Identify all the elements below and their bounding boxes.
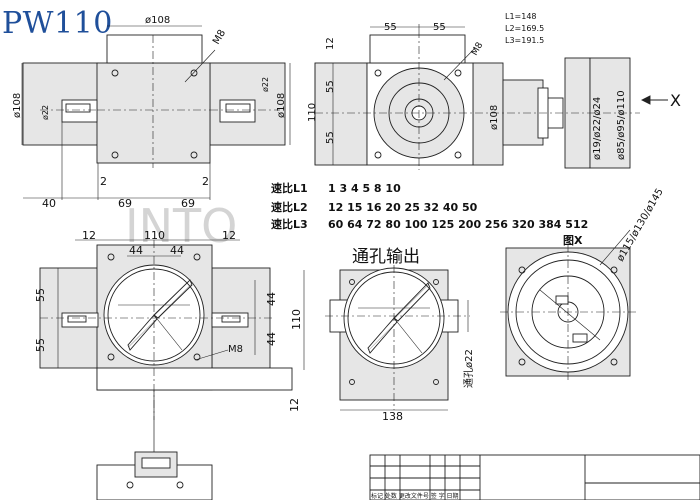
dim-h55-b: 55 (325, 131, 336, 144)
view-x-label: 图X (563, 234, 583, 247)
through-hole-title: 通孔输出 (352, 247, 420, 267)
dim-w12-b: 12 (82, 229, 96, 242)
dim-w55-a: 55 (384, 22, 397, 33)
length-l3: L3=191.5 (505, 36, 544, 45)
dim-h110-a: 110 (307, 103, 318, 122)
dim-w40: 40 (42, 197, 56, 210)
dim-d22-a: ø22 (261, 77, 270, 92)
ratio-l3-values: 60 64 72 80 100 125 200 256 320 384 512 (328, 218, 588, 231)
dim-h12-a: 12 (325, 37, 336, 50)
dim-h12-d: 12 (288, 398, 301, 412)
ratio-l2-label: 速比L2 (271, 200, 308, 214)
ratio-l1-label: 速比L1 (271, 181, 308, 195)
dim-two-a: 2 (100, 175, 107, 188)
dim-h55-c: 55 (34, 288, 47, 302)
dim-m8-a: M8 (211, 28, 228, 46)
dim-w110-b: 110 (144, 229, 165, 242)
dim-d108-right: ø108 (276, 93, 287, 118)
dim-m8-c: M8 (228, 344, 243, 355)
view-x-flange (500, 229, 636, 380)
dim-w44-a: 44 (129, 244, 143, 257)
dim-w69-a: 69 (118, 197, 132, 210)
dim-w138: 138 (382, 410, 403, 423)
dim-d22-left: ø22 (41, 105, 50, 120)
dim-h44-b: 44 (265, 332, 278, 346)
length-l1: L1=148 (505, 12, 537, 21)
dim-w69-b: 69 (181, 197, 195, 210)
dim-h55-a: 55 (325, 80, 336, 93)
dim-d108-mid: ø108 (489, 105, 500, 130)
dim-h55-d: 55 (34, 338, 47, 352)
dim-two-b: 2 (202, 175, 209, 188)
dim-w44-b: 44 (170, 244, 184, 257)
dim-hole-d22: 通孔ø22 (463, 349, 475, 388)
dim-flange-circle: ø115/ø130/ø145 (615, 187, 666, 264)
dim-m8-b: M8 (470, 41, 486, 58)
ratio-l1-values: 1 3 4 5 8 10 (328, 182, 401, 195)
title-block-header: 标记 处数 更改文件号 签 字 日期 (371, 492, 459, 500)
length-l2: L2=169.5 (505, 24, 544, 33)
ratio-l2-values: 12 15 16 20 25 32 40 50 (328, 201, 478, 214)
watermark: INTO (125, 199, 237, 253)
dim-shaft-diameters: ø19/ø22/ø24 (592, 97, 603, 160)
dim-w55-b: 55 (433, 22, 446, 33)
view-side-top-middle (314, 24, 668, 170)
dim-w12-c: 12 (222, 229, 236, 242)
dim-flange-diameters: ø85/ø95/ø110 (616, 90, 627, 160)
view-bottom-left (39, 239, 293, 500)
ratio-l3-label: 速比L3 (271, 217, 308, 231)
title-block (369, 454, 700, 500)
dim-d108-top: ø108 (145, 15, 170, 26)
view-front-top-left (21, 25, 291, 200)
dim-h44-a: 44 (265, 292, 278, 306)
model-title: PW110 (2, 6, 113, 41)
dim-h110-b: 110 (290, 309, 303, 330)
arrow-x-label: X (670, 91, 681, 110)
dim-d108-left: ø108 (12, 93, 23, 118)
view-through-hole (303, 265, 470, 411)
